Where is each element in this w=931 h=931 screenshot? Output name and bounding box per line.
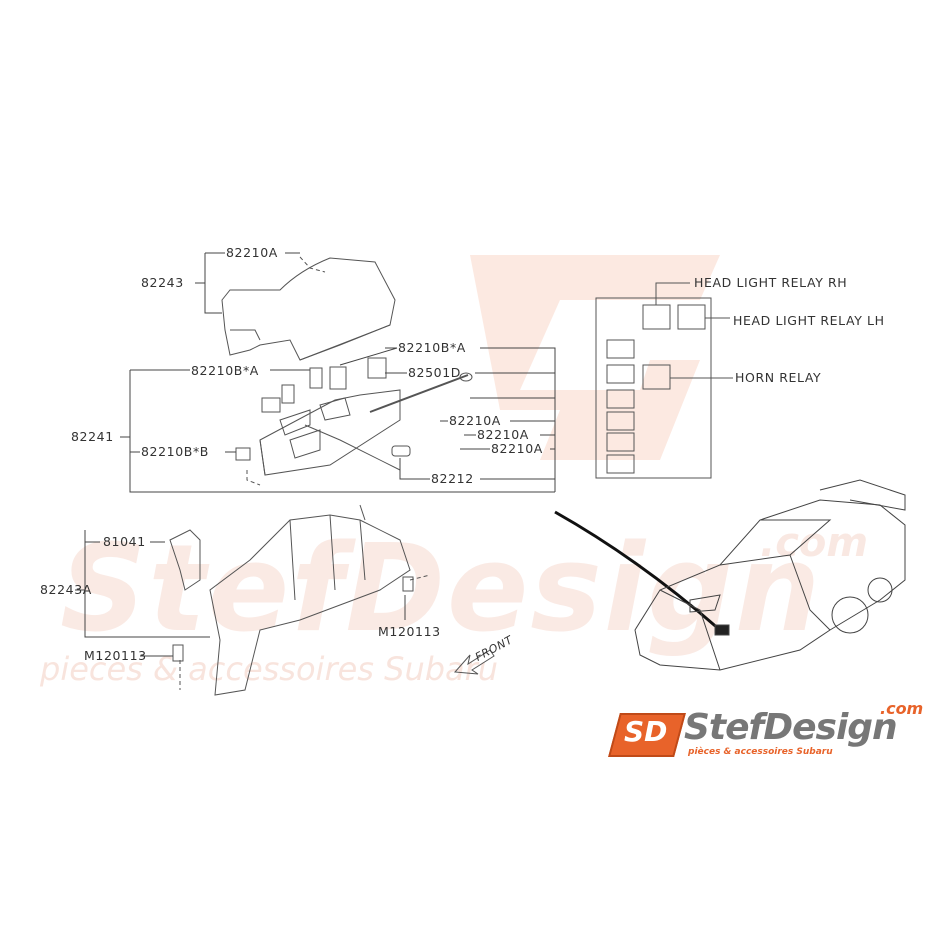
watermark-brand: StefDesign <box>60 520 823 659</box>
label-lower-case: 82243A <box>40 582 92 597</box>
cover-drawing <box>221 256 396 361</box>
logo-domain: .com <box>880 699 924 718</box>
label-bolt-left: M120113 <box>84 648 147 663</box>
label-fuse-box: 82241 <box>71 429 114 444</box>
lower-case-drawing <box>169 504 431 696</box>
label-cover: 82243 <box>141 275 184 290</box>
front-arrow-icon <box>453 649 495 675</box>
label-horn-relay: HORN RELAY <box>735 370 822 385</box>
label-fuse-b: 82210B*B <box>141 444 209 459</box>
location-arrow <box>554 510 721 632</box>
watermark-tagline: pieces & accessoires Subaru <box>40 650 499 688</box>
fuse-box-drawing <box>235 357 473 486</box>
label-bolt-right: M120113 <box>378 624 441 639</box>
leader-lines <box>75 252 556 657</box>
stefdesign-logo: SD StefDesign .com pièces & accessoires … <box>608 699 923 765</box>
relay-layout-drawing <box>595 282 733 479</box>
logo-brand: StefDesign <box>684 707 898 748</box>
label-head-light-lh: HEAD LIGHT RELAY LH <box>733 313 885 328</box>
logo-tagline: pièces & accessoires Subaru <box>688 747 833 757</box>
label-fuse-left: 82210B*A <box>191 363 259 378</box>
label-clip-3: 82210A <box>491 441 543 456</box>
label-head-light-rh: HEAD LIGHT RELAY RH <box>694 275 848 290</box>
car-drawing <box>634 479 906 671</box>
label-relay: 82501D <box>408 365 461 380</box>
label-clip-1: 82210A <box>449 413 501 428</box>
label-clip-2: 82210A <box>477 427 529 442</box>
label-fusible-link: 82212 <box>431 471 474 486</box>
label-bracket: 81041 <box>103 534 146 549</box>
label-fuse-top: 82210B*A <box>398 340 466 355</box>
label-cover-clip: 82210A <box>226 245 278 260</box>
logo-mark-text: SD <box>624 715 668 748</box>
watermark-domain: .com <box>760 520 869 566</box>
